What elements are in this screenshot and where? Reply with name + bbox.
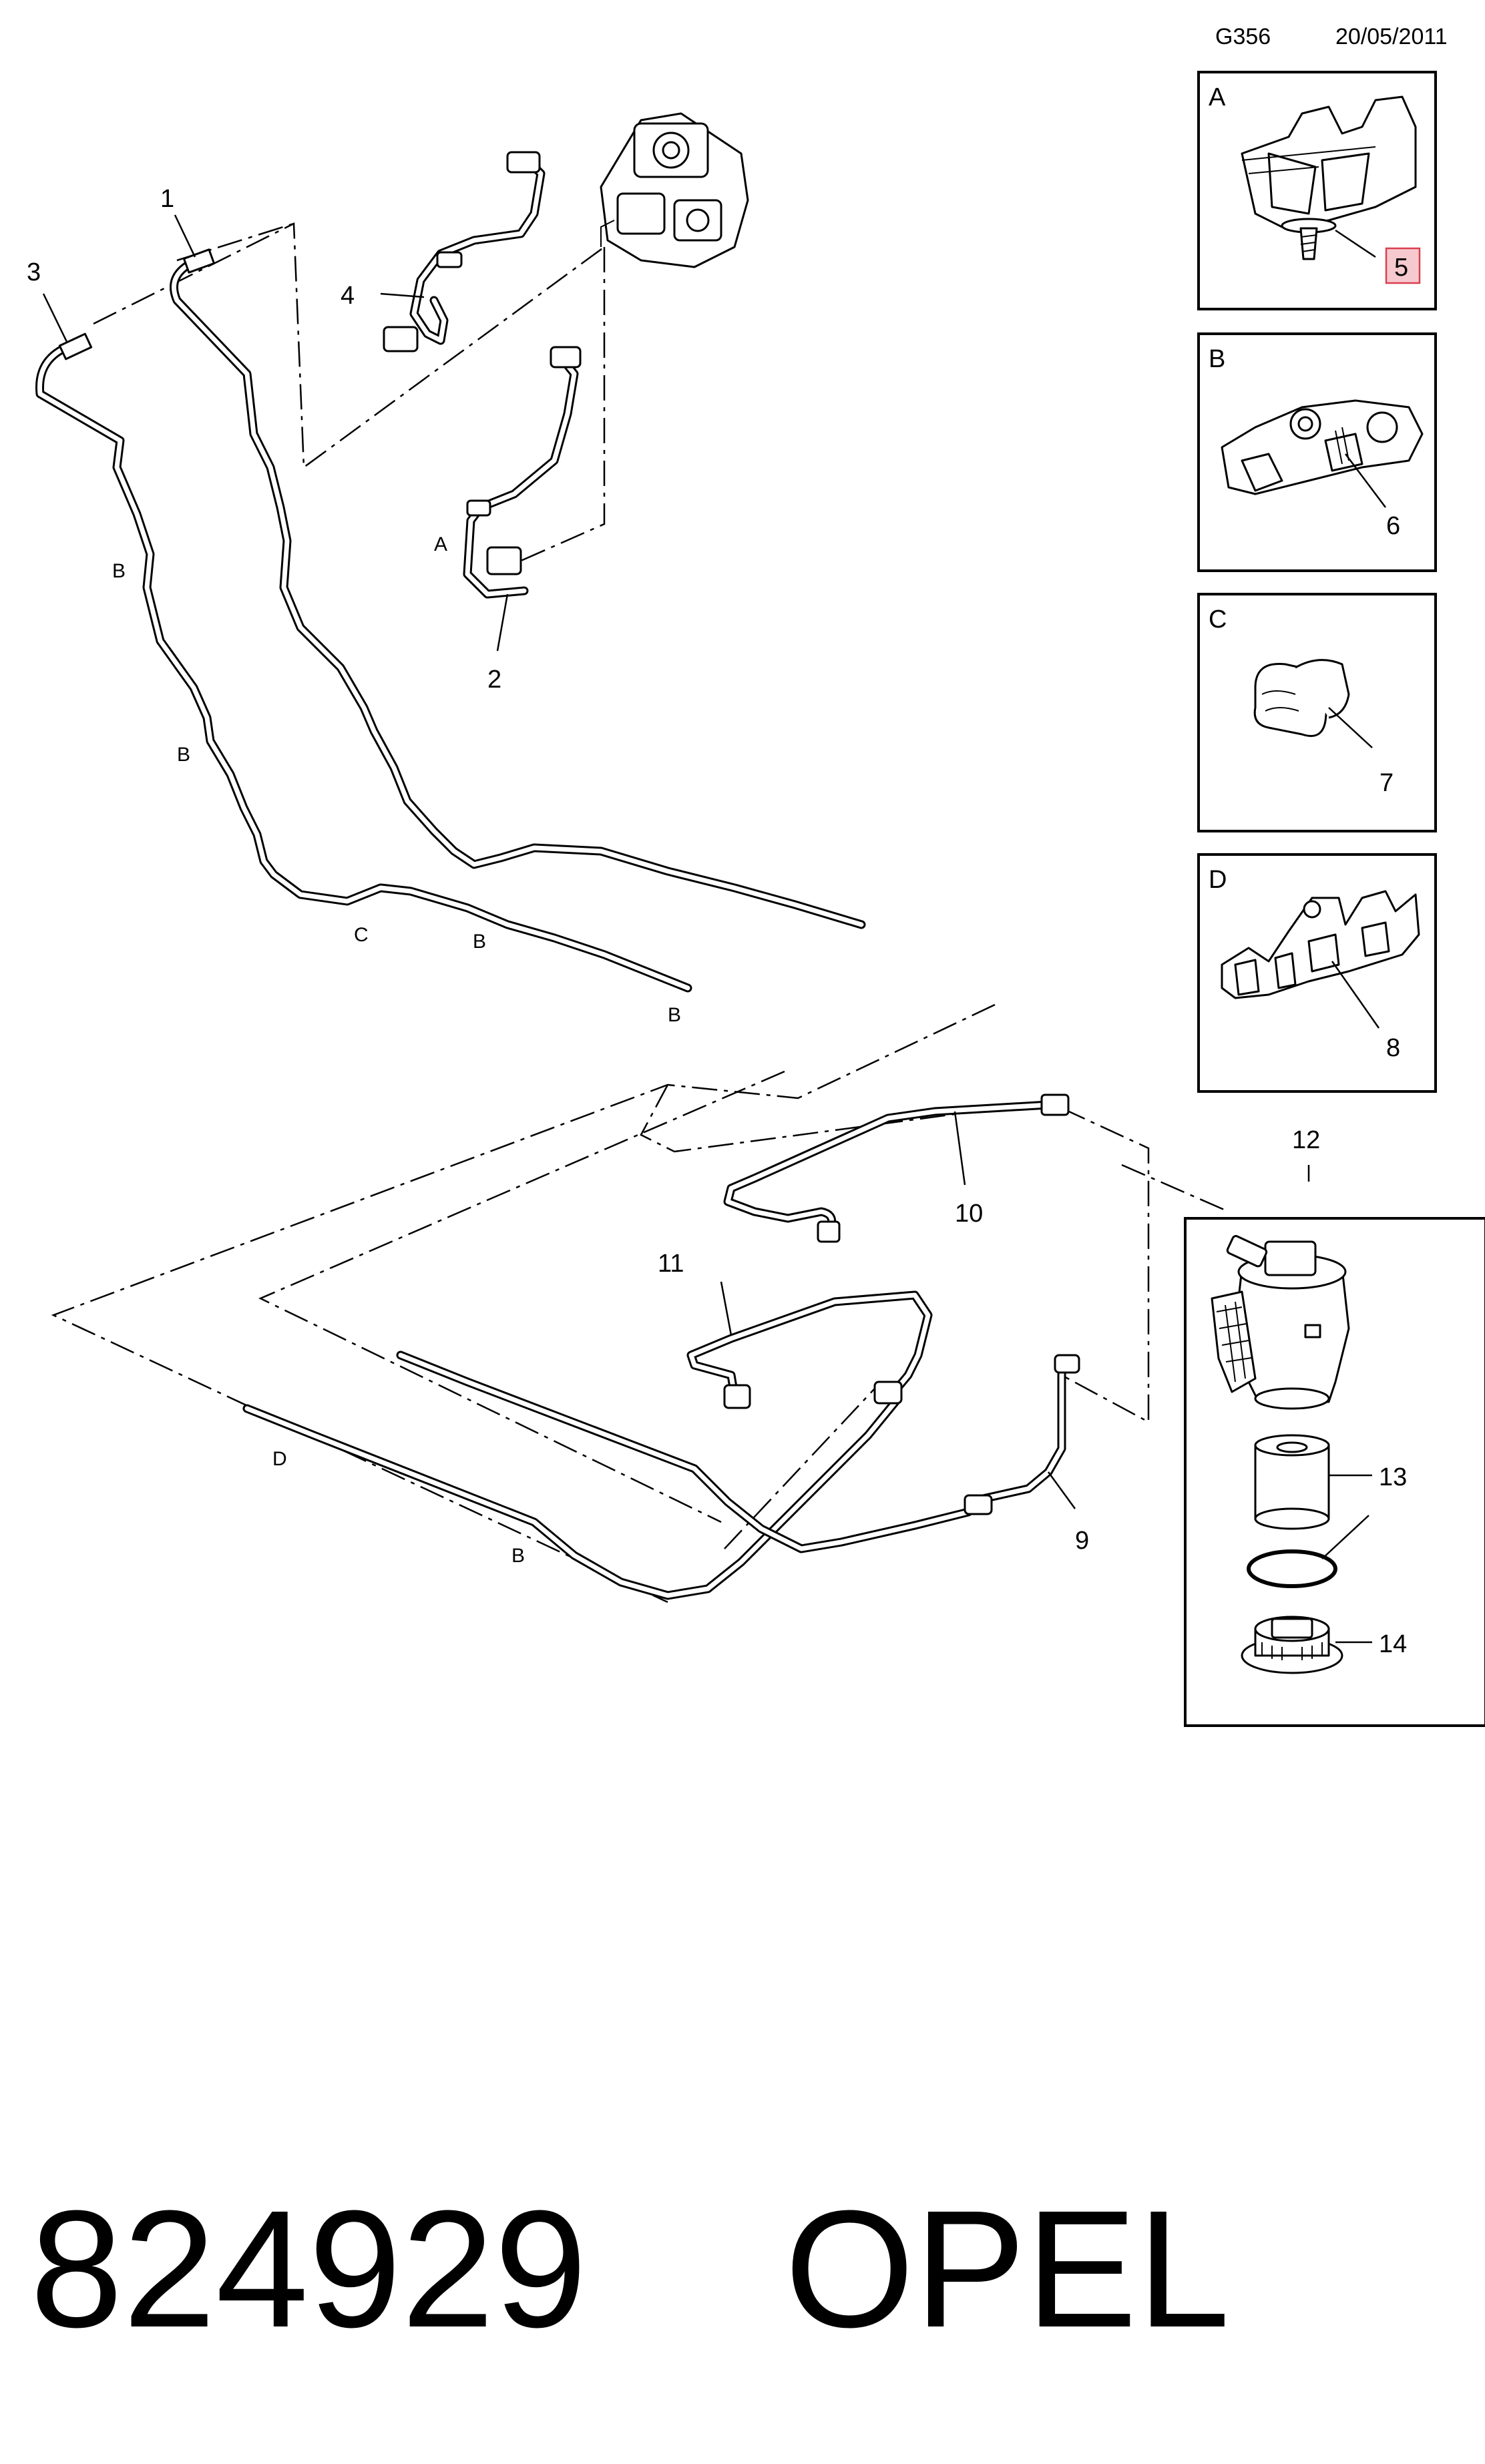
callout-5-leader [1335, 229, 1376, 258]
clip-5-drawing [1241, 95, 1417, 260]
high-pressure-pump [600, 112, 749, 268]
fuel-filter-housing [1211, 1235, 1350, 1410]
clip-marker-a: A [434, 533, 447, 555]
callout-13[interactable]: 13 [1379, 1463, 1407, 1491]
callout-7[interactable]: 7 [1380, 769, 1394, 797]
clip-7-drawing [1253, 659, 1350, 737]
clip-marker-c-1: C [354, 924, 369, 946]
lower-pipe-front [242, 1394, 903, 1600]
callout-9[interactable]: 9 [1075, 1527, 1089, 1555]
brand-name: OPEL [785, 2176, 1230, 2362]
detail-box-a-letter: A [1209, 83, 1226, 111]
detail-box-d-letter: D [1209, 866, 1227, 894]
callout-14[interactable]: 14 [1379, 1630, 1407, 1658]
callout-1[interactable]: 1 [160, 185, 174, 213]
clip-8-drawing [1221, 890, 1420, 999]
callout-5-highlight[interactable] [1385, 247, 1421, 284]
pipe-3-end-fitting [58, 332, 93, 360]
drawing-date: 20/05/2011 [1335, 24, 1448, 49]
filter-element-13 [1254, 1434, 1330, 1530]
callout-12[interactable]: 12 [1292, 1126, 1320, 1154]
detail-box-c: C 7 [1197, 593, 1437, 832]
clip-marker-b-5: B [511, 1545, 525, 1567]
clip-marker-b-2: B [177, 744, 190, 766]
callout-3[interactable]: 3 [27, 258, 41, 286]
callout-6[interactable]: 6 [1386, 512, 1400, 540]
o-ring-seal [1247, 1549, 1337, 1588]
boundary-lines [51, 222, 1229, 1604]
pipe-9 [964, 1354, 1080, 1515]
clip-marker-b-4: B [668, 1004, 681, 1026]
callout-2[interactable]: 2 [487, 666, 501, 694]
callout-8[interactable]: 8 [1386, 1034, 1400, 1062]
drawing-code: G356 [1215, 24, 1271, 49]
filter-cap-14 [1241, 1616, 1343, 1674]
clip-6-drawing [1221, 399, 1424, 495]
callout-4[interactable]: 4 [341, 282, 355, 310]
callout-10[interactable]: 10 [955, 1200, 983, 1228]
pipe-3-feed-line [35, 342, 692, 993]
detail-box-b: B 6 [1197, 332, 1437, 572]
pipe-11 [686, 1290, 933, 1409]
part-number: 824929 [30, 2176, 587, 2362]
callout-7-leader [1328, 707, 1373, 748]
clip-marker-b-3: B [473, 931, 486, 953]
callout-8-leader [1331, 961, 1380, 1029]
pipe-10 [723, 1093, 1070, 1243]
detail-box-a: A 5 [1197, 71, 1437, 310]
callout-6-leader [1345, 453, 1386, 508]
pipe-4 [383, 151, 546, 352]
callout-11[interactable]: 11 [658, 1250, 684, 1278]
clip-marker-d-1: D [272, 1448, 287, 1470]
clip-marker-b-1: B [112, 560, 126, 582]
lower-pipe-rear [396, 1350, 973, 1553]
pipe-1-end-fitting [182, 248, 216, 274]
detail-box-d: D 8 [1197, 853, 1437, 1093]
callout-5[interactable]: 5 [1394, 254, 1408, 282]
pipe-1-return-line [170, 259, 866, 929]
detail-box-b-letter: B [1209, 345, 1225, 373]
callout-leaders [42, 214, 1372, 1644]
pipe-2 [463, 346, 582, 599]
detail-box-c-letter: C [1209, 605, 1227, 634]
